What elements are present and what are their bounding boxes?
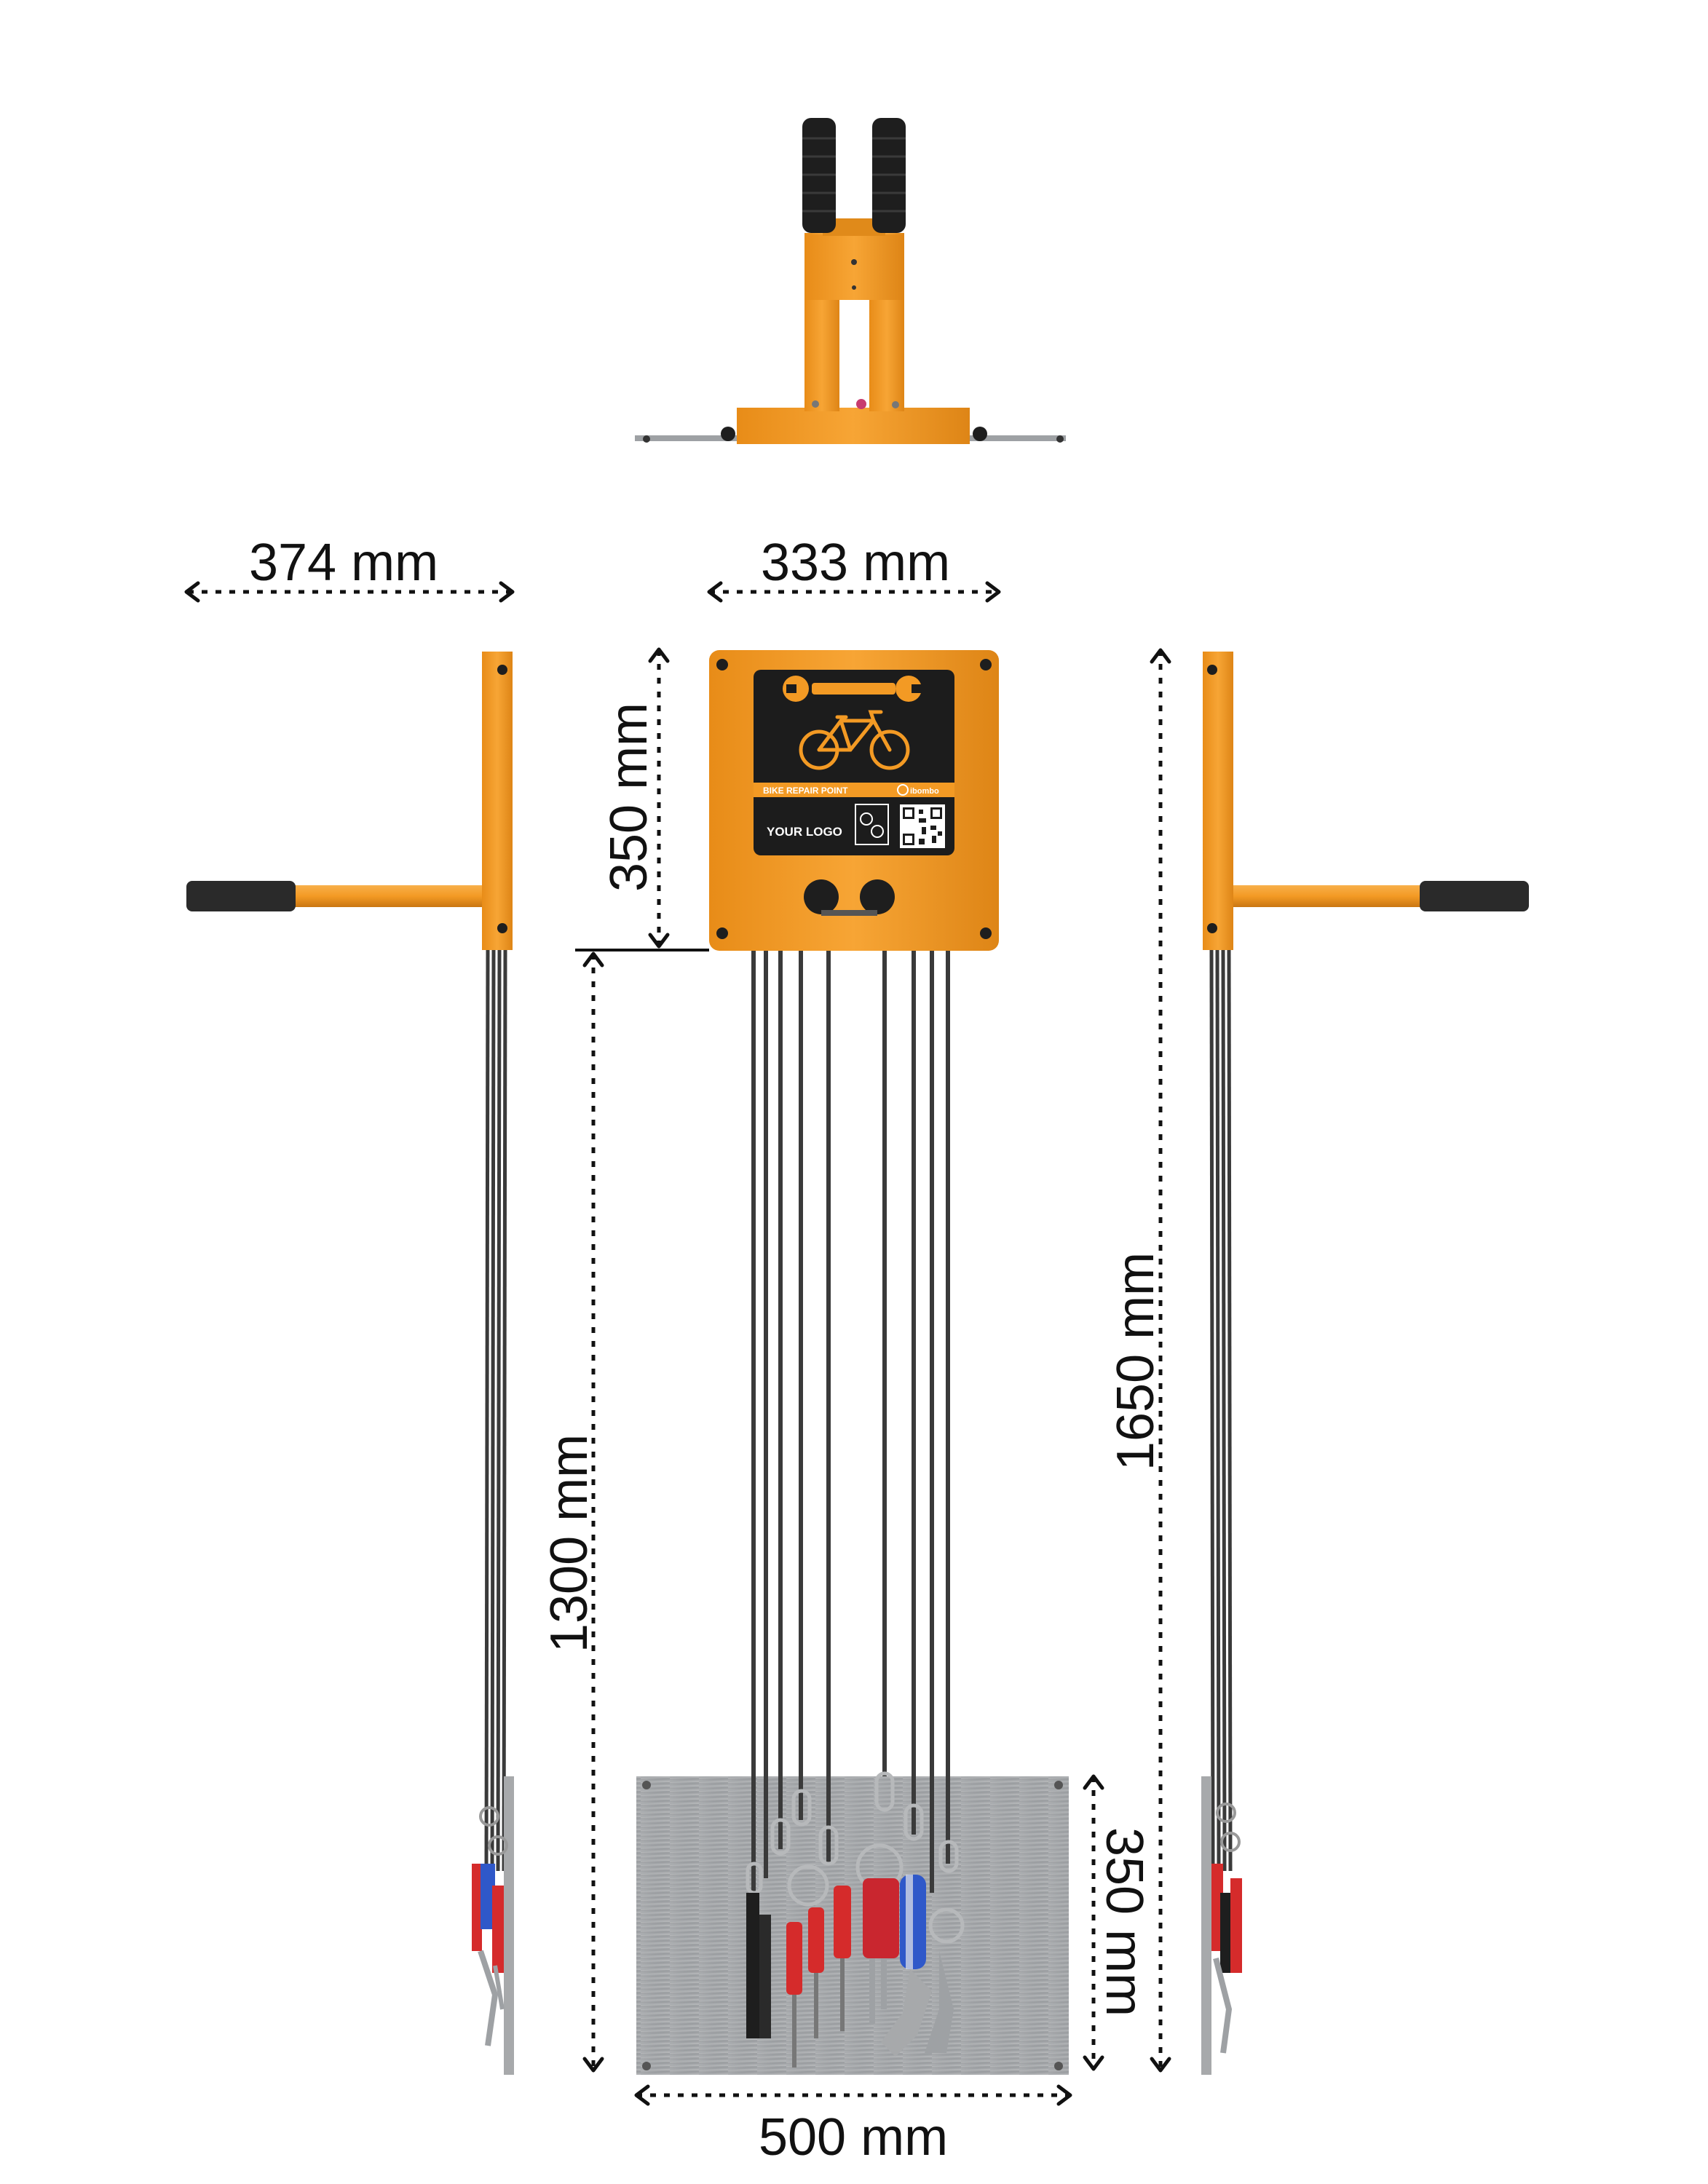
dim-box-width: 333 mm — [707, 534, 1001, 603]
tool-cables — [751, 950, 950, 1893]
dim-total-height: 1650 mm — [1107, 648, 1171, 2073]
front-view: BIKE REPAIR POINT ibombo YOUR LOGO — [636, 650, 1069, 2075]
right-grip-icon — [1420, 881, 1529, 911]
dim-board-width: 500 mm — [634, 2084, 1072, 2167]
top-view-stand — [635, 118, 1066, 444]
dim-box-height: 350 mm — [600, 647, 670, 949]
sign-banner: BIKE REPAIR POINT — [763, 786, 848, 796]
hanging-tools — [746, 1875, 954, 2068]
dim-label-cable-length: 1300 mm — [540, 1434, 598, 1653]
bike-app-icon — [855, 804, 889, 845]
left-side-view — [186, 652, 514, 2075]
dim-label-board-width: 500 mm — [759, 2108, 948, 2167]
qr-code-icon — [900, 804, 945, 848]
brand-name: ibombo — [910, 787, 939, 796]
left-grip-icon — [186, 881, 296, 911]
wrench-icon — [783, 676, 922, 702]
tool-board — [636, 1776, 1069, 2075]
knob-right — [860, 879, 895, 914]
logo-placeholder: YOUR LOGO — [767, 825, 842, 839]
right-side-view — [1201, 652, 1529, 2075]
dim-label-box-height: 350 mm — [600, 703, 658, 892]
dim-board-height: 350 mm — [1083, 1774, 1153, 2071]
brand-logo-icon — [897, 784, 909, 796]
dim-cable-length: 1300 mm — [540, 951, 604, 2073]
dim-label-total-height: 1650 mm — [1107, 1252, 1165, 1471]
dim-label-side-depth: 374 mm — [249, 534, 438, 592]
bicycle-icon — [799, 710, 910, 770]
dim-side-depth: 374 mm — [184, 534, 515, 603]
dim-label-box-width: 333 mm — [761, 534, 950, 592]
knob-left — [804, 879, 839, 914]
dim-label-board-height: 350 mm — [1095, 1827, 1153, 2017]
